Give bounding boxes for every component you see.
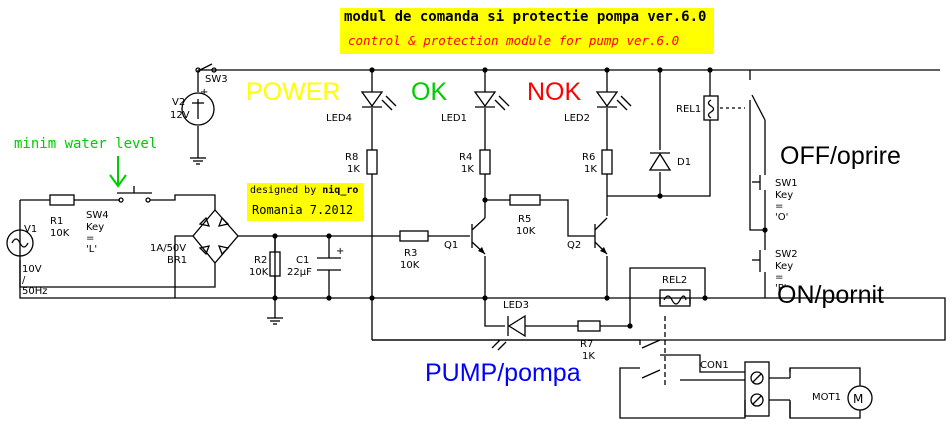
label-br1-val: 1A/50V (150, 243, 187, 254)
nok-label: NOK (527, 78, 582, 106)
v1-ac-source (6, 229, 34, 257)
r8-resistor (366, 149, 378, 175)
label-q1: Q1 (444, 240, 459, 251)
label-led1: LED1 (441, 113, 467, 124)
r1-resistor (49, 194, 75, 206)
title-romanian: control & protection module for pump ver… (348, 33, 680, 48)
label-rel2: REL2 (662, 275, 688, 286)
r4-resistor (479, 149, 491, 175)
on-label: ON/pornit (777, 281, 884, 309)
label-v2-val: 12V (170, 110, 190, 121)
label-sw2-key: Key = 'P' (775, 261, 794, 294)
sw1-pushbutton (752, 175, 761, 190)
d1-diode (648, 152, 672, 171)
label-r7-val: 1K (582, 351, 595, 362)
pump-label: PUMP/pompa (425, 359, 581, 387)
label-v2: V2 (172, 97, 186, 108)
credit-line: designed by niq_ro (250, 185, 358, 196)
label-q2: Q2 (567, 240, 582, 251)
v2-dc-source: + (181, 87, 215, 126)
label-v1-val: 10V / 50Hz (22, 264, 48, 297)
label-con1: CON1 (700, 360, 729, 371)
label-sw1-key: Key = 'O' (775, 190, 794, 223)
credit-designed-by: designed by (250, 185, 317, 196)
ground-icon (190, 157, 206, 165)
label-r2: R2 (254, 255, 268, 266)
water-level-label: minim water level (14, 136, 158, 152)
label-r8-val: 1K (347, 164, 360, 175)
label-led2: LED2 (564, 113, 590, 124)
label-r4: R4 (459, 152, 473, 163)
r3-resistor (399, 230, 429, 242)
sw2-pushbutton (752, 230, 766, 272)
label-mot1: MOT1 (812, 392, 841, 403)
led1 (473, 91, 510, 111)
label-sw4: SW4 (86, 210, 109, 221)
q1-transistor (471, 216, 486, 255)
credit-box (247, 183, 364, 221)
title-english: modul de comanda si protectie pompa ver.… (344, 9, 707, 25)
rel2-relay-coil (659, 289, 691, 307)
rel1-relay-coil (703, 95, 745, 121)
label-c1: C1 (296, 255, 310, 266)
r7-resistor (577, 320, 601, 332)
label-d1: D1 (677, 157, 692, 168)
sw3-switch (195, 63, 217, 73)
ok-label: OK (411, 78, 448, 106)
label-rel1: REL1 (676, 104, 702, 115)
junctions (272, 67, 768, 329)
q2-transistor (594, 217, 608, 255)
label-r1-val: 10K (50, 228, 70, 239)
off-label: OFF/oprire (780, 142, 901, 170)
svg-text:+: + (200, 87, 208, 98)
led2 (595, 91, 632, 111)
r5-resistor (509, 194, 541, 206)
label-r5: R5 (518, 214, 532, 225)
ground-icon (267, 317, 283, 325)
water-level-arrow (109, 156, 127, 188)
label-sw2: SW2 (775, 249, 798, 260)
label-r6-val: 1K (584, 164, 597, 175)
title-banner (340, 8, 714, 54)
r6-resistor (601, 149, 613, 175)
label-led3: LED3 (503, 300, 529, 311)
label-r7: R7 (580, 339, 594, 350)
label-r2-val: 10K (249, 267, 269, 278)
label-sw3: SW3 (205, 74, 228, 85)
svg-text:M: M (853, 392, 863, 406)
label-sw4-key: Key = 'L' (86, 222, 105, 255)
con1-terminal-block (744, 361, 791, 418)
label-v1: V1 (24, 224, 38, 235)
led4 (360, 91, 397, 111)
label-r3-val: 10K (400, 260, 420, 271)
label-r4-val: 1K (461, 164, 474, 175)
label-r1: R1 (50, 216, 64, 227)
label-c1-val: 22µF (287, 267, 312, 278)
label-led4: LED4 (326, 113, 352, 124)
credit-author: niq_ro (322, 185, 359, 196)
sw4-pushbutton (117, 186, 152, 203)
label-r6: R6 (582, 152, 596, 163)
label-sw1: SW1 (775, 178, 798, 189)
br1-bridge-rectifier (192, 209, 239, 265)
power-label: POWER (246, 78, 341, 106)
r2-resistor (269, 251, 281, 277)
led3 (491, 314, 526, 351)
label-br1: BR1 (167, 255, 188, 266)
label-r3: R3 (404, 248, 418, 259)
c1-capacitor: + (317, 246, 344, 271)
credit-place-date: Romania 7.2012 (252, 203, 354, 217)
svg-text:+: + (336, 246, 344, 257)
label-r5-val: 10K (516, 226, 536, 237)
mot1-motor: M (847, 385, 873, 411)
label-r8: R8 (345, 152, 359, 163)
